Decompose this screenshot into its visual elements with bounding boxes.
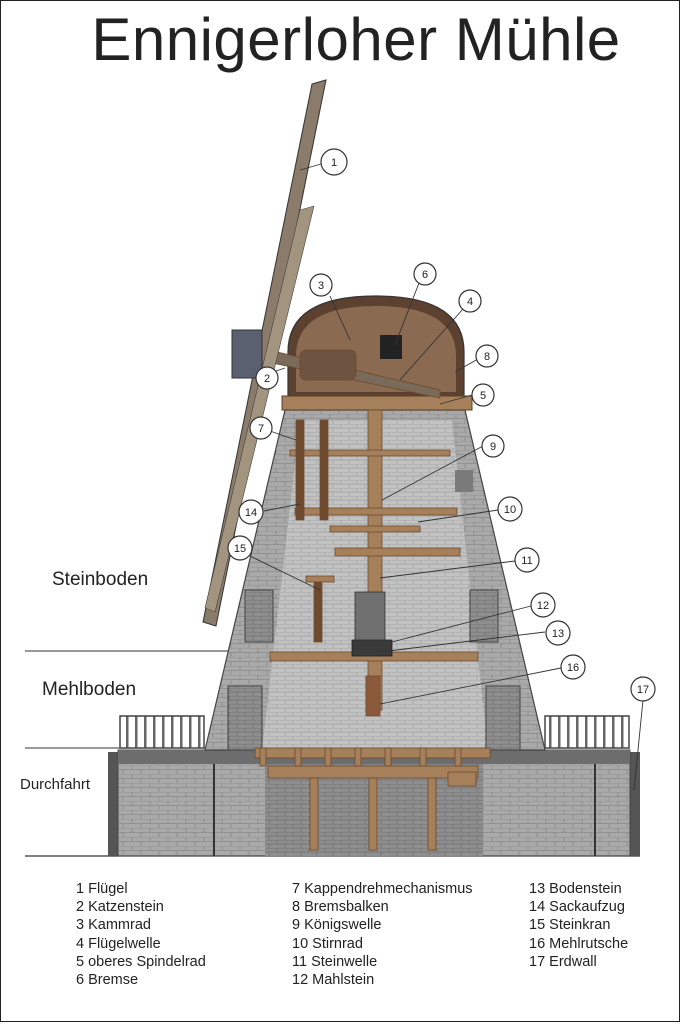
callout-5: 5 bbox=[471, 383, 495, 407]
svg-text:7: 7 bbox=[258, 423, 264, 435]
legend-item: 5 oberes Spindelrad bbox=[76, 953, 206, 970]
legend-item: 13 Bodenstein bbox=[529, 881, 622, 897]
legend-column-1: 1 Flügel 2 Katzenstein 3 Kammrad 4 Flüge… bbox=[76, 880, 206, 989]
legend-column-2: 7 Kappendrehmechanismus 8 Bremsbalken 9 … bbox=[292, 880, 473, 989]
floor-label-steinboden: Steinboden bbox=[52, 569, 149, 590]
svg-text:8: 8 bbox=[484, 351, 490, 363]
diagram-title: Ennigerloher Mühle bbox=[91, 6, 621, 73]
svg-text:15: 15 bbox=[234, 543, 246, 555]
svg-text:16: 16 bbox=[567, 662, 579, 674]
legend-item: 6 Bremse bbox=[76, 972, 139, 989]
svg-text:17: 17 bbox=[637, 684, 649, 696]
legend-item: 15 Steinkran bbox=[529, 917, 611, 934]
legend-item: 14 Sackaufzug bbox=[529, 899, 625, 916]
svg-text:12: 12 bbox=[537, 600, 549, 612]
legend-item: 8 Bremsbalken bbox=[292, 899, 389, 916]
legend-item: 12 Mahlstein bbox=[292, 972, 375, 989]
callout-11: 11 bbox=[514, 547, 540, 573]
callout-1: 1 bbox=[320, 148, 348, 176]
callout-4: 4 bbox=[458, 289, 482, 313]
earth-wall bbox=[108, 752, 640, 856]
callout-10: 10 bbox=[497, 496, 523, 522]
callout-7: 7 bbox=[249, 416, 273, 440]
callout-13: 13 bbox=[545, 620, 571, 646]
callout-8: 8 bbox=[475, 344, 499, 368]
svg-text:10: 10 bbox=[504, 504, 516, 516]
leader-lines bbox=[249, 163, 644, 791]
callout-14: 14 bbox=[238, 499, 264, 525]
legend-column-3: 13 Bodenstein 14 Sackaufzug 15 Steinkran… bbox=[529, 880, 628, 971]
svg-text:6: 6 bbox=[422, 269, 428, 281]
svg-text:5: 5 bbox=[480, 390, 486, 402]
legend-item: 10 Stirnrad bbox=[292, 935, 363, 952]
gallery-railing bbox=[119, 715, 630, 749]
callout-15: 15 bbox=[227, 535, 253, 561]
svg-text:11: 11 bbox=[521, 555, 532, 567]
callouts: 1 2 3 4 5 6 7 8 9 10 11 12 13 14 15 16 1… bbox=[227, 148, 656, 702]
windmill-sail bbox=[202, 79, 327, 627]
callout-2: 2 bbox=[255, 366, 279, 390]
legend-item: 1 Flügel bbox=[76, 881, 128, 897]
svg-text:1: 1 bbox=[331, 157, 337, 169]
svg-text:3: 3 bbox=[318, 280, 324, 292]
svg-text:2: 2 bbox=[264, 373, 270, 385]
legend-item: 2 Katzenstein bbox=[76, 899, 164, 916]
legend-item: 4 Flügelwelle bbox=[76, 935, 161, 952]
callout-3: 3 bbox=[309, 273, 333, 297]
svg-text:13: 13 bbox=[552, 628, 564, 640]
callout-9: 9 bbox=[481, 434, 505, 458]
mill-machinery bbox=[254, 347, 491, 851]
callout-16: 16 bbox=[560, 654, 586, 680]
callout-17: 17 bbox=[630, 676, 656, 702]
legend-item: 9 Königswelle bbox=[292, 917, 382, 934]
svg-text:4: 4 bbox=[467, 296, 473, 308]
legend-item: 11 Steinwelle bbox=[292, 953, 378, 970]
legend-item: 3 Kammrad bbox=[76, 917, 151, 934]
floor-label-durchfahrt: Durchfahrt bbox=[20, 776, 91, 793]
svg-text:14: 14 bbox=[245, 507, 257, 519]
legend-item: 16 Mehlrutsche bbox=[529, 935, 629, 952]
floor-label-mehlboden: Mehlboden bbox=[42, 679, 137, 700]
legend-item: 17 Erdwall bbox=[529, 953, 597, 970]
legend-item: 7 Kappendrehmechanismus bbox=[292, 881, 473, 897]
svg-text:9: 9 bbox=[490, 441, 496, 453]
callout-6: 6 bbox=[413, 262, 437, 286]
callout-12: 12 bbox=[530, 592, 556, 618]
